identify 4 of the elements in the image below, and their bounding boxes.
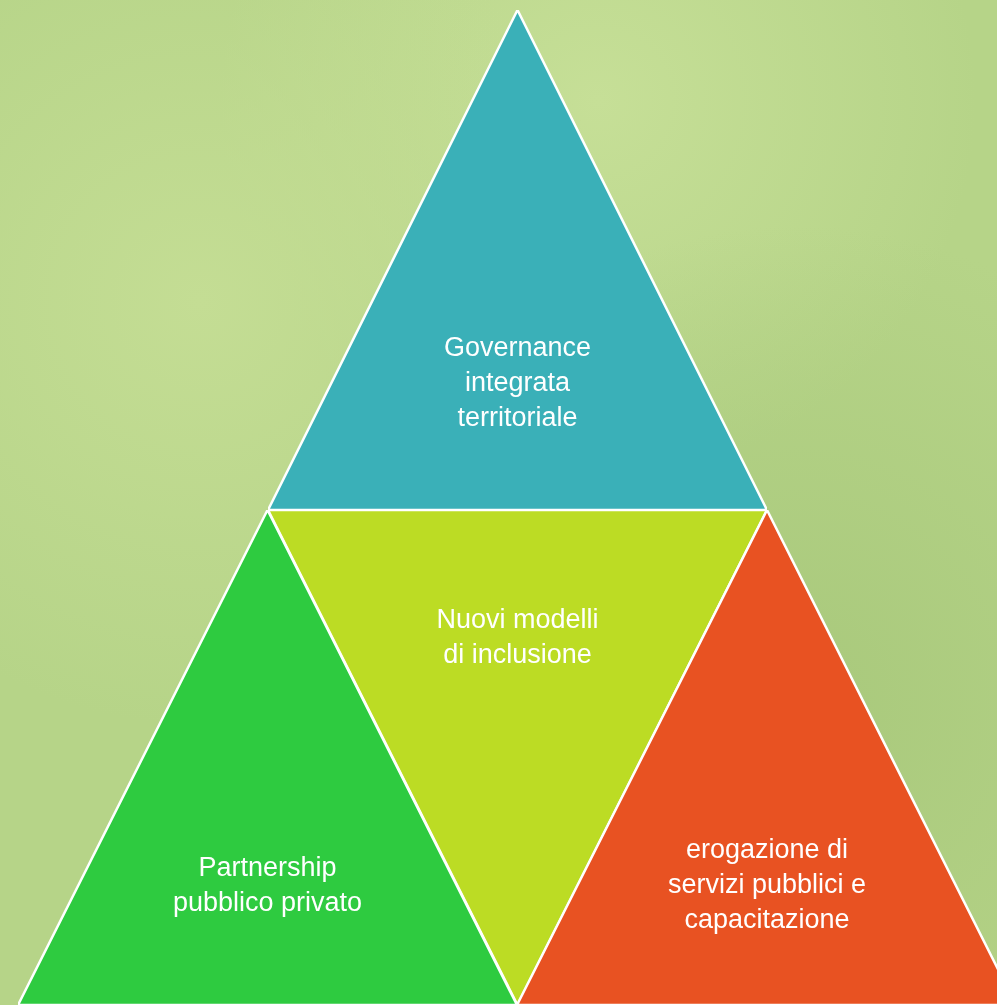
segment-label: Nuovi modelli di inclusione [435,602,600,671]
segment-label: erogazione di servizi pubblici e capacitazione [666,833,868,937]
segment-label: Governance integrata territoriale [442,331,593,435]
segment-label: Partnership pubblico privato [171,850,364,919]
